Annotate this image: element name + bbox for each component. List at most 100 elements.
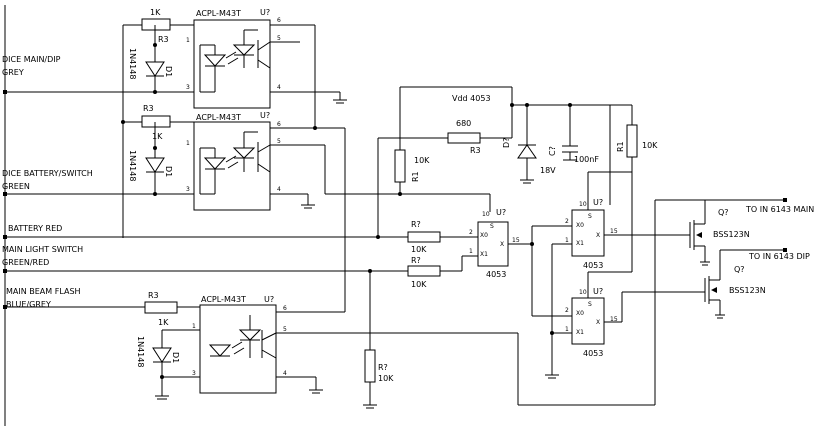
opto2-diode-value: 1N4148 bbox=[128, 150, 137, 181]
mux1-pin15: 15 bbox=[512, 237, 520, 244]
label-main-beam: MAIN BEAM FLASH bbox=[6, 287, 81, 296]
zener-ref: D? bbox=[502, 138, 511, 148]
opto1-pin6: 6 bbox=[277, 17, 281, 24]
opto2-resistor-ref: R3 bbox=[143, 104, 154, 113]
r-right-value: 10K bbox=[642, 141, 658, 150]
mux2-x0: X0 bbox=[576, 222, 584, 229]
optocoupler-1: 1K R3 1N4148 D1 ACPL-M43T U? 1 3 5 6 4 bbox=[123, 8, 347, 109]
cap-ref: C? bbox=[548, 146, 557, 156]
opto1-pin5: 5 bbox=[277, 35, 281, 42]
vdd-label: Vdd 4053 bbox=[452, 94, 491, 103]
pulldown-ref: R? bbox=[378, 363, 388, 372]
opto1-part: ACPL-M43T bbox=[196, 9, 241, 18]
mux1-x1: X1 bbox=[480, 251, 488, 258]
opto1-pin4: 4 bbox=[277, 84, 281, 91]
mux1-r-top-val: 10K bbox=[411, 245, 427, 254]
mux3-s: S bbox=[588, 301, 592, 308]
opto2-diode-ref: D1 bbox=[164, 166, 173, 177]
mux3-part: 4053 bbox=[583, 349, 603, 358]
mosfet1-part: BSS123N bbox=[713, 230, 750, 239]
mux3-ref: U? bbox=[593, 287, 603, 296]
opto3-diode-ref: D1 bbox=[171, 352, 180, 363]
opto2-pin3: 3 bbox=[186, 186, 190, 193]
opto2-pin1: 1 bbox=[186, 140, 190, 147]
optocoupler-3: R3 1K 1N4148 D1 ACPL-M43T U? 1 3 5 6 4 bbox=[136, 291, 519, 405]
label-main-beam-color: BLUE/GREY bbox=[6, 300, 51, 309]
opto3-resistor-value: 1K bbox=[158, 318, 169, 327]
opto1-ref: U? bbox=[260, 8, 270, 17]
opto3-ref: U? bbox=[264, 295, 274, 304]
mux3-x0: X0 bbox=[576, 310, 584, 317]
mux3-pin10: 10 bbox=[579, 289, 587, 296]
opto2-pin5: 5 bbox=[277, 138, 281, 145]
mux1-r-top-ref: R? bbox=[411, 220, 421, 229]
r-left-ref: R1 bbox=[411, 171, 420, 182]
mux3-x: X bbox=[596, 319, 600, 326]
opto3-pin6: 6 bbox=[283, 305, 287, 312]
opto2-resistor-value: 1K bbox=[152, 132, 163, 141]
r-left-value: 10K bbox=[414, 156, 430, 165]
cap-value: 100nF bbox=[574, 155, 599, 164]
mux1-r-bot-val: 10K bbox=[411, 280, 427, 289]
opto2-pin6: 6 bbox=[277, 121, 281, 128]
r680-ref: R3 bbox=[470, 146, 481, 155]
mux3-pin2: 2 bbox=[565, 307, 569, 314]
mosfet2-part: BSS123N bbox=[729, 286, 766, 295]
opto1-resistor-ref: R3 bbox=[158, 35, 169, 44]
opto1-pin1: 1 bbox=[186, 37, 190, 44]
opto2-pin4: 4 bbox=[277, 186, 281, 193]
mux2-pin15: 15 bbox=[610, 228, 618, 235]
output-to-main: TO IN 6143 MAIN bbox=[745, 205, 814, 214]
r680-value: 680 bbox=[456, 119, 471, 128]
opto3-pin4: 4 bbox=[283, 370, 287, 377]
mux3-pin15: 15 bbox=[610, 316, 618, 323]
mux-4053-3: 10 U? S X0 X1 X 2 1 15 4053 bbox=[550, 271, 705, 358]
opto3-resistor-ref: R3 bbox=[148, 291, 159, 300]
mux1-pin2: 2 bbox=[469, 229, 473, 236]
opto3-pin5: 5 bbox=[283, 326, 287, 333]
mux2-pin10: 10 bbox=[579, 201, 587, 208]
mux1-pin1: 1 bbox=[469, 248, 473, 255]
opto1-diode-value: 1N4148 bbox=[128, 48, 137, 79]
mosfet1-ref: Q? bbox=[718, 208, 729, 217]
mux2-part: 4053 bbox=[583, 261, 603, 270]
mux1-ref: U? bbox=[496, 208, 506, 217]
mux1-x: X bbox=[500, 241, 504, 248]
label-dice-main-color: GREY bbox=[2, 68, 24, 77]
opto3-pin1: 1 bbox=[192, 323, 196, 330]
mux1-s: S bbox=[490, 223, 494, 230]
mux2-pin2: 2 bbox=[565, 218, 569, 225]
opto1-diode-ref: D1 bbox=[164, 66, 173, 77]
mux1-r-bot-ref: R? bbox=[411, 256, 421, 265]
mosfet-q1: Q? BSS123N TO IN 6143 MAIN bbox=[689, 198, 814, 266]
label-dice-main: DICE MAIN/DIP bbox=[2, 55, 61, 64]
r-right-ref: R1 bbox=[616, 141, 625, 152]
mux2-ref: U? bbox=[593, 198, 603, 207]
vdd-supply: Vdd 4053 680 R3 D? 18V C? 100nF R1 10K R… bbox=[376, 86, 658, 272]
mux-4053-2: 10 U? S X0 X1 X 2 1 15 4053 bbox=[545, 171, 690, 379]
opto3-diode-value: 1N4148 bbox=[136, 336, 145, 367]
mux1-x0: X0 bbox=[480, 232, 488, 239]
zener-value: 18V bbox=[540, 166, 556, 175]
opto1-pin3: 3 bbox=[186, 84, 190, 91]
mux2-x1: X1 bbox=[576, 240, 584, 247]
opto3-part: ACPL-M43T bbox=[201, 295, 246, 304]
mosfet2-ref: Q? bbox=[734, 265, 745, 274]
opto3-pin3: 3 bbox=[192, 370, 196, 377]
label-battery: BATTERY RED bbox=[8, 224, 62, 233]
mux2-pin1: 1 bbox=[565, 237, 569, 244]
pulldown-value: 10K bbox=[378, 374, 394, 383]
input-wiring bbox=[3, 5, 410, 426]
mux1-pin10: 10 bbox=[482, 211, 490, 218]
opto1-resistor-value: 1K bbox=[150, 8, 161, 17]
label-dice-battery: DICE BATTERY/SWITCH bbox=[2, 169, 93, 178]
output-to-dip: TO IN 6143 DIP bbox=[748, 252, 810, 261]
opto2-part: ACPL-M43T bbox=[196, 113, 241, 122]
mux3-pin1: 1 bbox=[565, 326, 569, 333]
mux3-x1: X1 bbox=[576, 329, 584, 336]
pulldown-resistor: R? 10K bbox=[363, 269, 394, 409]
mux2-s: S bbox=[588, 213, 592, 220]
optocoupler-2: R3 1K 1N4148 D1 ACPL-M43T U? 1 3 5 6 4 bbox=[123, 104, 491, 212]
label-main-light-color: GREEN/RED bbox=[2, 258, 49, 267]
